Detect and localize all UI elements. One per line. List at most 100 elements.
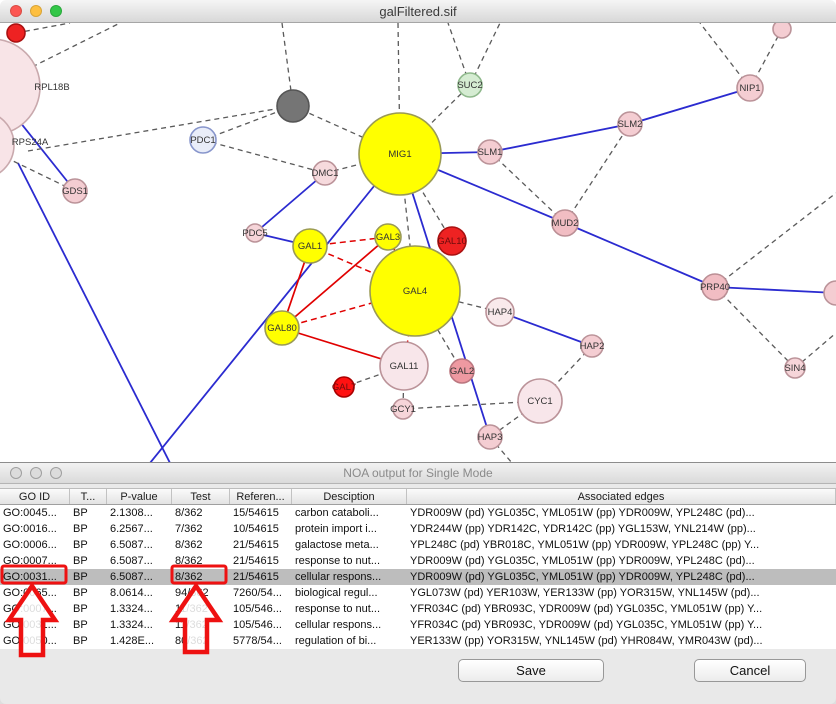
node-label-RPL18B: RPL18B bbox=[34, 82, 69, 93]
edge-PDC1-DMC1[interactable] bbox=[203, 140, 325, 173]
column-header-associated-edges[interactable]: Associated edges bbox=[407, 489, 836, 504]
cell: response to nut... bbox=[292, 601, 407, 617]
network-window-title: galFiltered.sif bbox=[379, 4, 456, 19]
edge-PRP40-x[interactable] bbox=[715, 287, 836, 293]
edge-PRP40-x[interactable] bbox=[715, 193, 836, 287]
network-canvas[interactable]: RPL18BRPS24APDC1GDS1DMC1MIG1SUC2SLM1SLM2… bbox=[0, 23, 836, 462]
network-window: galFiltered.sif RPL18BRPS24APDC1GDS1DMC1… bbox=[0, 0, 836, 462]
edge-SLM1-SLM2[interactable] bbox=[490, 124, 630, 152]
noa-window-titlebar[interactable]: NOA output for Single Mode bbox=[0, 463, 836, 484]
node-label-GAL10: GAL10 bbox=[437, 236, 467, 247]
minimize-button[interactable] bbox=[30, 467, 42, 479]
cell: BP bbox=[70, 521, 107, 537]
close-button[interactable] bbox=[10, 5, 22, 17]
node-label-HAP2: HAP2 bbox=[580, 341, 605, 352]
node-n-right[interactable] bbox=[824, 281, 836, 305]
cell: GO:0007... bbox=[0, 601, 70, 617]
zoom-button[interactable] bbox=[50, 467, 62, 479]
cell: BP bbox=[70, 617, 107, 633]
cell: 1.3324... bbox=[107, 617, 172, 633]
cell: 7/362 bbox=[172, 521, 230, 537]
cell: response to nut... bbox=[292, 553, 407, 569]
table-row[interactable]: GO:0065...BP8.0614...94/3627260/54...bio… bbox=[0, 585, 836, 601]
cancel-button[interactable]: Cancel bbox=[694, 659, 806, 682]
edge-MUD2-SLM2[interactable] bbox=[565, 124, 630, 223]
table-row[interactable]: GO:0006...BP6.5087...8/36221/54615galact… bbox=[0, 537, 836, 553]
cell: 1.3324... bbox=[107, 601, 172, 617]
minimize-button[interactable] bbox=[30, 5, 42, 17]
cell: 21/54615 bbox=[230, 553, 292, 569]
cell: BP bbox=[70, 569, 107, 585]
node-label-GAL7: GAL7 bbox=[332, 382, 356, 393]
save-button[interactable]: Save bbox=[458, 659, 604, 682]
cell: 8/362 bbox=[172, 505, 230, 521]
edge-x-n-gray[interactable] bbox=[28, 106, 293, 151]
node-label-DMC1: DMC1 bbox=[312, 168, 339, 179]
node-n-red-tl[interactable] bbox=[7, 24, 25, 42]
cell: cellular respons... bbox=[292, 617, 407, 633]
edge-SLM2-NIP1[interactable] bbox=[630, 88, 750, 124]
edge-PRP40-SIN4[interactable] bbox=[715, 287, 795, 368]
column-header-desciption[interactable]: Desciption bbox=[292, 489, 407, 504]
cell: 8/362 bbox=[172, 553, 230, 569]
cell: 6.5087... bbox=[107, 569, 172, 585]
cell: 8.0614... bbox=[107, 585, 172, 601]
column-header-test[interactable]: Test bbox=[172, 489, 230, 504]
cell: cellular respons... bbox=[292, 569, 407, 585]
window-controls bbox=[10, 5, 62, 17]
table-row-selected[interactable]: GO:0031...BP6.5087...8/36221/54615cellul… bbox=[0, 569, 836, 585]
cell: YFR034C (pd) YBR093C, YDR009W (pd) YGL03… bbox=[407, 617, 836, 633]
results-table: GO IDT...P-valueTestReferen...Desciption… bbox=[0, 488, 836, 649]
edge-DMC1-PDC5[interactable] bbox=[255, 173, 325, 233]
network-window-titlebar[interactable]: galFiltered.sif bbox=[0, 0, 836, 23]
cell: 10/54615 bbox=[230, 521, 292, 537]
network-graph[interactable]: RPL18BRPS24APDC1GDS1DMC1MIG1SUC2SLM1SLM2… bbox=[0, 23, 836, 462]
table-row[interactable]: GO:0007...BP1.3324...11/362105/546...res… bbox=[0, 601, 836, 617]
table-row[interactable]: GO:0045...BP2.1308...8/36215/54615carbon… bbox=[0, 505, 836, 521]
node-label-RPS24A: RPS24A bbox=[12, 137, 49, 148]
table-body: GO:0045...BP2.1308...8/36215/54615carbon… bbox=[0, 505, 836, 649]
table-row[interactable]: GO:0007...BP6.5087...8/36221/54615respon… bbox=[0, 553, 836, 569]
window-controls-inactive bbox=[10, 467, 62, 479]
column-header-go-id[interactable]: GO ID bbox=[0, 489, 70, 504]
cell: 94/362 bbox=[172, 585, 230, 601]
cell: GO:0006... bbox=[0, 537, 70, 553]
node-n-tr[interactable] bbox=[773, 23, 791, 38]
edge-MIG1-x[interactable] bbox=[150, 154, 400, 462]
cell: 7260/54... bbox=[230, 585, 292, 601]
cell: YPL248C (pd) YBR018C, YML051W (pp) YDR00… bbox=[407, 537, 836, 553]
cell: 105/546... bbox=[230, 617, 292, 633]
node-label-PRP40: PRP40 bbox=[700, 282, 730, 293]
cell: GO:0045... bbox=[0, 505, 70, 521]
edge-x-x[interactable] bbox=[18, 163, 170, 462]
table-row[interactable]: GO:0031...BP1.3324...11/362105/546...cel… bbox=[0, 617, 836, 633]
cell: YDR009W (pd) YGL035C, YML051W (pp) YDR00… bbox=[407, 553, 836, 569]
table-row[interactable]: GO:0016...BP6.2567...7/36210/54615protei… bbox=[0, 521, 836, 537]
edge-MUD2-PRP40[interactable] bbox=[565, 223, 715, 287]
edge-MUD2-SLM1[interactable] bbox=[490, 152, 565, 223]
node-n-gray[interactable] bbox=[277, 90, 309, 122]
node-label-SUC2: SUC2 bbox=[457, 80, 482, 91]
cell: 11/362 bbox=[172, 601, 230, 617]
cell: BP bbox=[70, 601, 107, 617]
close-button[interactable] bbox=[10, 467, 22, 479]
table-row[interactable]: GO:0050...BP1.428E...80/3625778/54...reg… bbox=[0, 633, 836, 649]
node-label-GAL4: GAL4 bbox=[403, 286, 427, 297]
cell: YER133W (pp) YOR315W, YNL145W (pd) YHR08… bbox=[407, 633, 836, 649]
cell: YGL073W (pd) YER103W, YER133W (pp) YOR31… bbox=[407, 585, 836, 601]
zoom-button[interactable] bbox=[50, 5, 62, 17]
noa-window: NOA output for Single Mode GO IDT...P-va… bbox=[0, 462, 836, 704]
noa-window-title: NOA output for Single Mode bbox=[343, 466, 492, 480]
cell: 11/362 bbox=[172, 617, 230, 633]
node-label-SLM1: SLM1 bbox=[478, 147, 503, 158]
node-label-GAL80: GAL80 bbox=[267, 323, 297, 334]
cell: galactose meta... bbox=[292, 537, 407, 553]
column-header-t[interactable]: T... bbox=[70, 489, 107, 504]
column-header-referen[interactable]: Referen... bbox=[230, 489, 292, 504]
column-header-p-value[interactable]: P-value bbox=[107, 489, 172, 504]
cell: 2.1308... bbox=[107, 505, 172, 521]
node-label-SLM2: SLM2 bbox=[618, 119, 643, 130]
cell: BP bbox=[70, 553, 107, 569]
table-header-row: GO IDT...P-valueTestReferen...Desciption… bbox=[0, 488, 836, 505]
cell: BP bbox=[70, 505, 107, 521]
